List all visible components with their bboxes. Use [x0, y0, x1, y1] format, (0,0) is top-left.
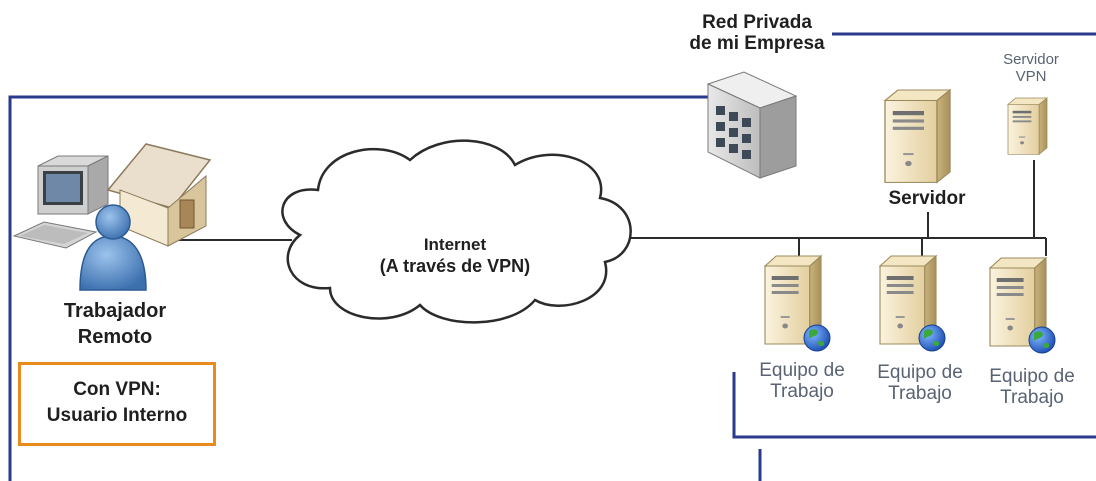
vpn-server-icon [1007, 97, 1048, 155]
vpn-note-box: Con VPN: Usuario Interno [18, 362, 216, 446]
workstation-label-line1: Equipo de [989, 366, 1075, 387]
workstation-label-line2: Trabajo [770, 381, 834, 403]
server-label: Servidor [888, 188, 966, 209]
workstation-label: Equipo de Trabajo [976, 366, 1088, 409]
internet-cloud-label-line2: (A través de VPN) [379, 256, 531, 277]
company-network-title-line2: de mi Empresa [689, 33, 825, 55]
remote-worker-label-line1: Trabajador [63, 300, 167, 322]
workstation-label: Equipo de Trabajo [864, 362, 976, 405]
office-building-icon [706, 71, 798, 179]
workstation-label: Equipo de Trabajo [746, 360, 858, 403]
vpn-note-line1: Con VPN: [73, 379, 161, 400]
vpn-server-label-line2: VPN [1015, 67, 1047, 85]
workstation-label-line2: Trabajo [1000, 387, 1064, 409]
vpn-server-label: Servidor VPN [990, 51, 1072, 86]
workstation-label-line2: Trabajo [888, 383, 952, 405]
internet-cloud-label-line1: Internet [423, 235, 487, 254]
workstation-label-line1: Equipo de [759, 360, 845, 381]
desktop-computer-icon [12, 155, 109, 249]
vpn-note-text: Con VPN: Usuario Interno [21, 377, 213, 428]
remote-worker-label: Trabajador Remoto [40, 298, 190, 350]
company-network-title-line1: Red Privada [702, 12, 812, 33]
vpn-note-line2: Usuario Interno [46, 404, 188, 426]
server-icon [884, 89, 951, 184]
boundary-left [8, 95, 708, 481]
company-network-title: Red Privada de mi Empresa [672, 12, 842, 55]
internet-cloud-label: Internet (A través de VPN) [350, 234, 560, 278]
house-icon [106, 143, 212, 247]
internet-cloud [281, 139, 632, 324]
workstation-icon [764, 255, 831, 352]
remote-user-icon [79, 204, 147, 291]
workstation-icon [879, 255, 946, 352]
network-links [178, 160, 1047, 256]
vpn-server-label-line1: Servidor [1003, 51, 1059, 68]
boundary-bottom-right [732, 372, 1096, 439]
remote-worker-label-line2: Remoto [77, 326, 153, 348]
vpn-boundary-lines [8, 32, 1096, 481]
workstation-icon [989, 257, 1056, 354]
workstation-label-line1: Equipo de [877, 362, 963, 383]
